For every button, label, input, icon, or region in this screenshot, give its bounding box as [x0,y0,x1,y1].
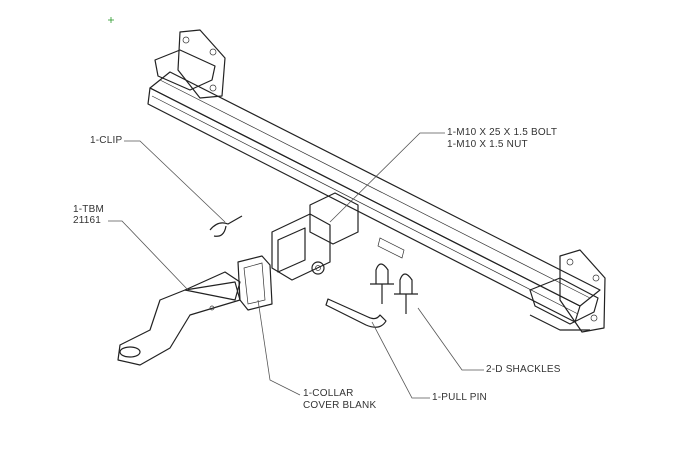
leader-bolt [329,132,445,223]
right-mounting-bracket [529,249,606,333]
label-pull-pin: 1-PULL PIN [432,392,487,403]
leader-clip [124,140,226,223]
label-cover-blank: COVER BLANK [303,400,377,411]
label-tbm: 1-TBM [73,204,104,215]
d-shackles-part [370,263,418,314]
label-nut: 1-M10 X 1.5 NUT [447,139,528,150]
leader-tbm [108,220,189,291]
leader-pull-pin [371,321,430,399]
label-collar: 1-COLLAR [303,388,354,399]
pull-pin-part [325,298,387,328]
left-mounting-bracket [154,29,226,99]
leader-shackles [417,307,484,371]
clip-part [209,215,243,237]
origin-marker [108,17,114,23]
collar-cover-blank-part [237,255,273,311]
ball-mount-part [117,271,241,366]
receiver-tube [271,192,405,281]
leader-collar [257,299,301,396]
label-clip: 1-CLIP [90,135,123,146]
label-shackles: 2-D SHACKLES [486,364,561,375]
label-tbm-number: 21161 [73,215,102,226]
label-bolt: 1-M10 X 25 X 1.5 BOLT [447,127,558,138]
